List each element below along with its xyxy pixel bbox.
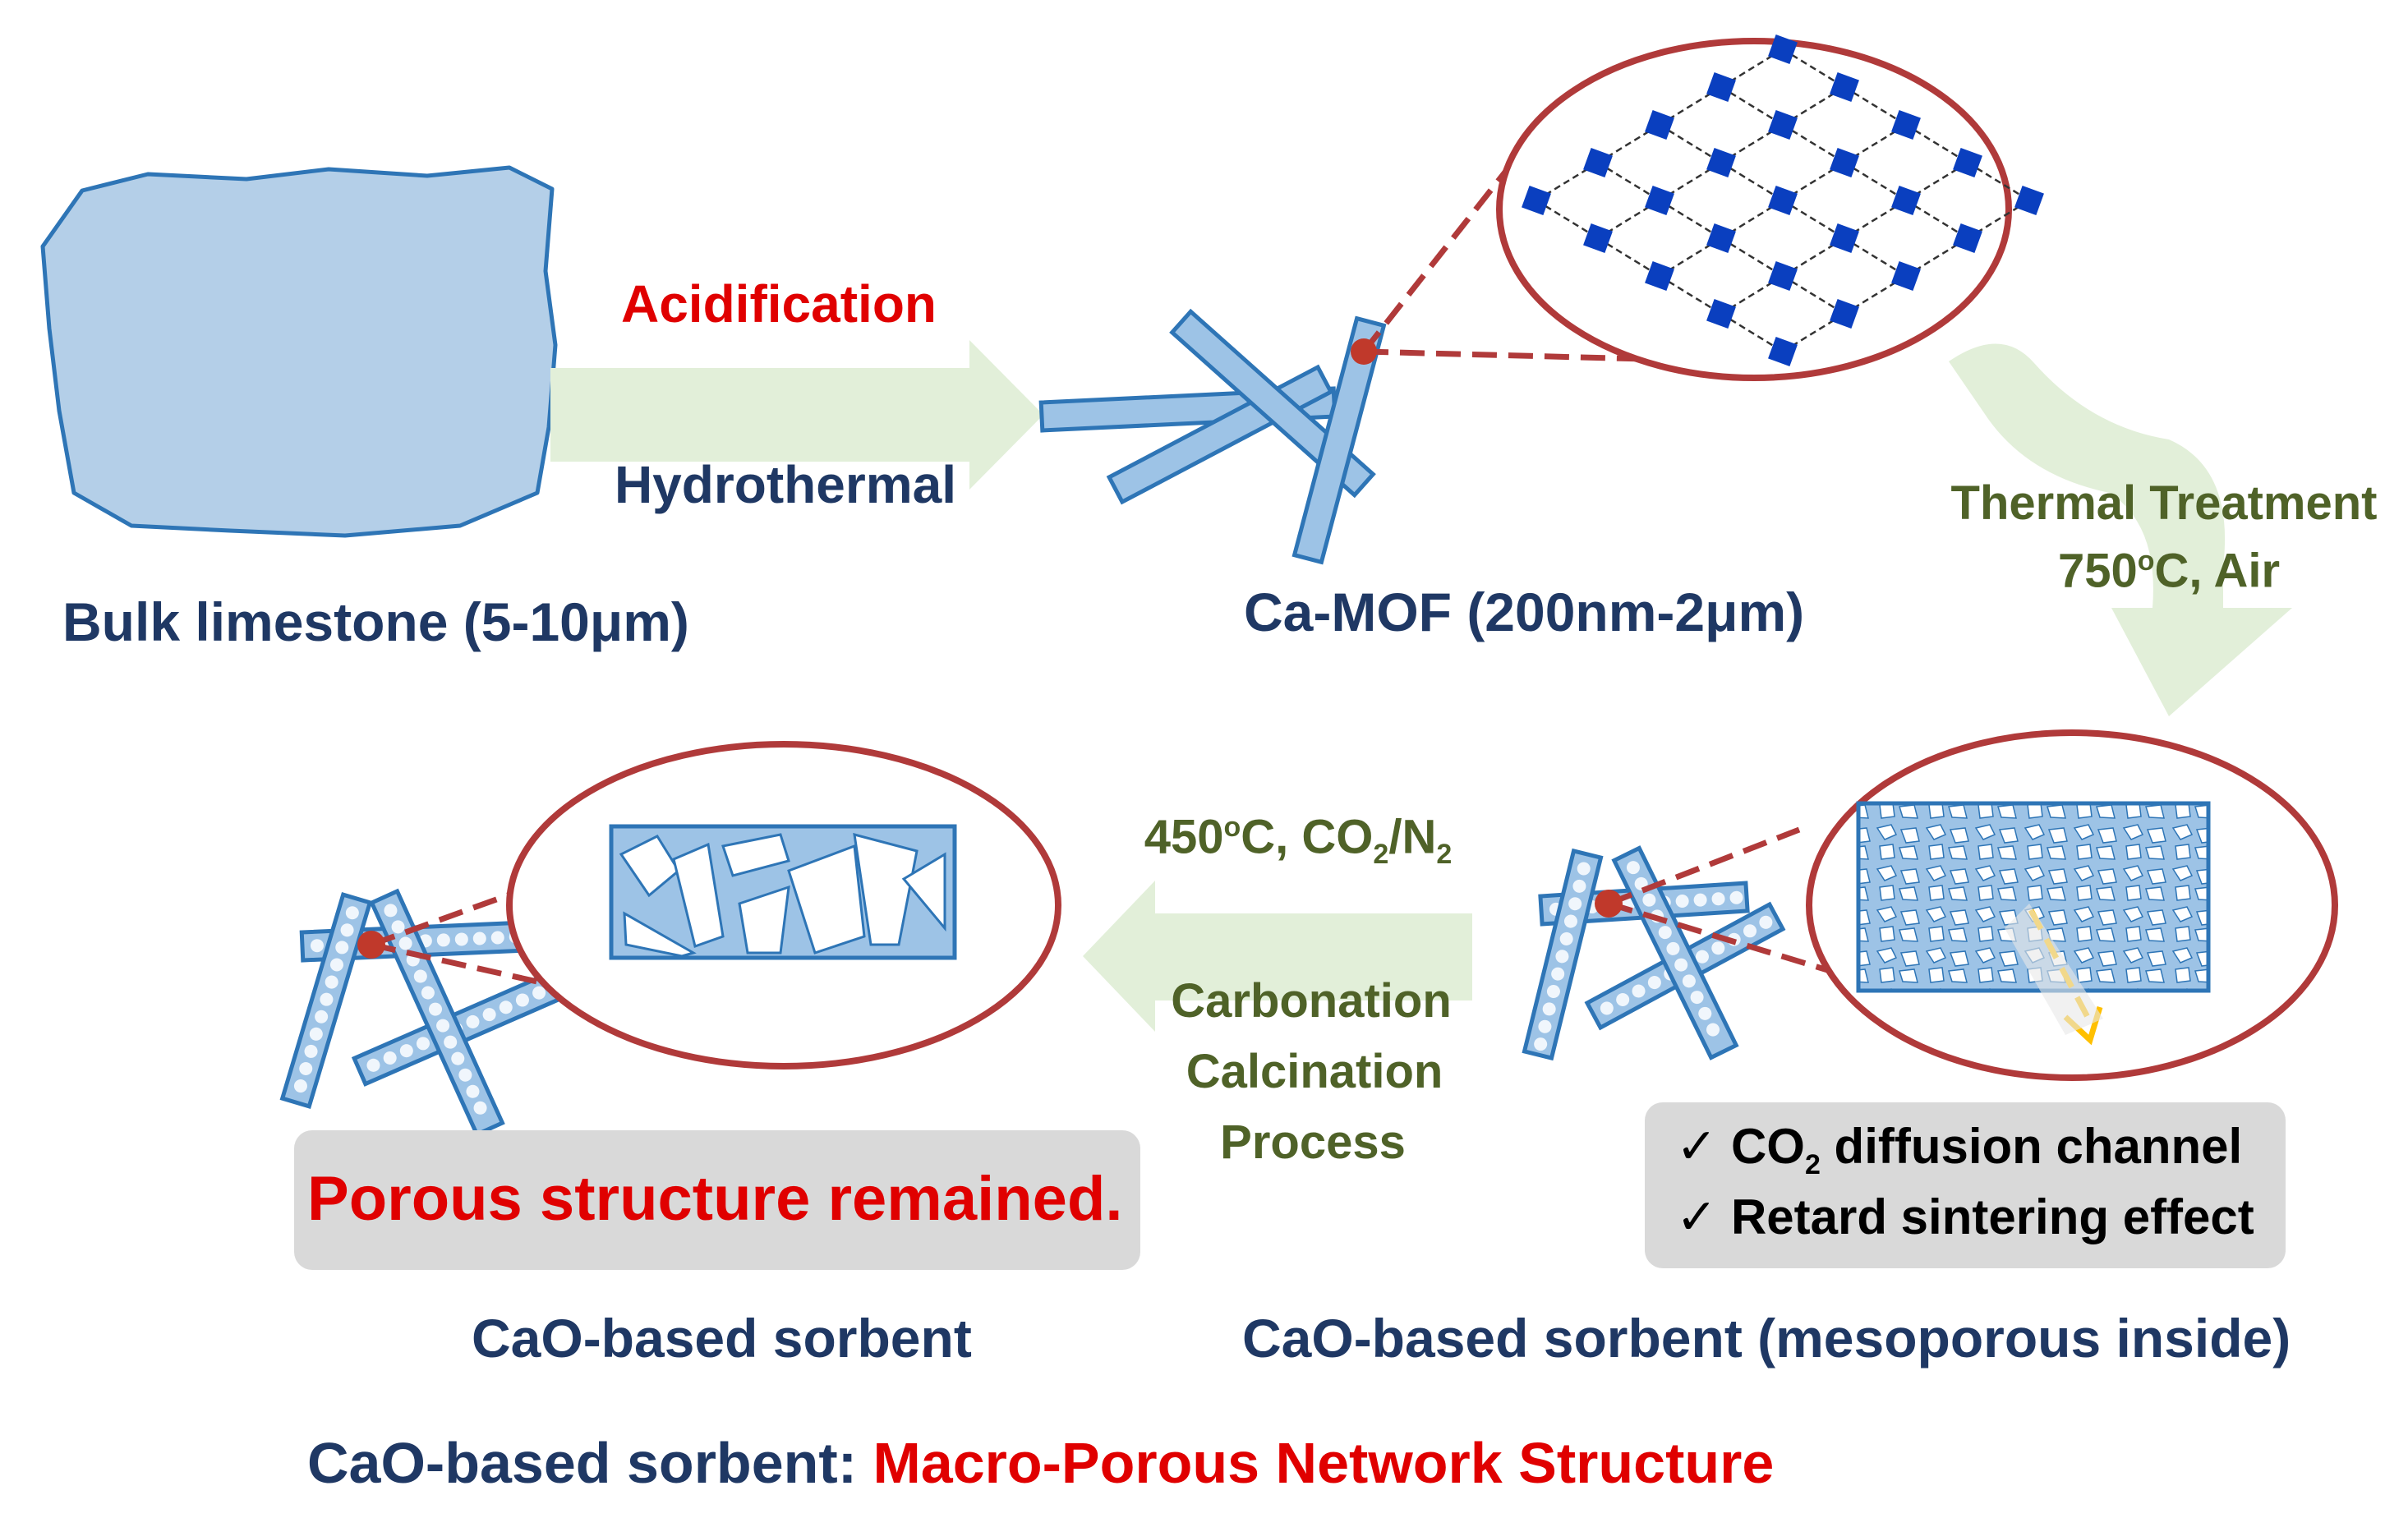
mof-lattice-nodes <box>1522 34 2044 366</box>
lattice-node <box>1953 223 1982 253</box>
ca-mof-label: Ca-MOF (200nm-2μm) <box>1244 582 1805 642</box>
acidification-label: Acidification <box>620 274 937 334</box>
lattice-node <box>1953 148 1982 177</box>
hydrothermal-label: Hydrothermal <box>614 455 957 514</box>
lattice-node <box>1706 148 1736 177</box>
ca-mof-rods <box>1038 308 1387 565</box>
porous-remained-box <box>294 1130 1140 1270</box>
lattice-node <box>1522 186 1551 215</box>
lattice-node <box>1706 223 1736 253</box>
lattice-node <box>1768 261 1798 291</box>
process-arrow <box>550 340 1043 490</box>
lattice-node <box>1706 72 1736 102</box>
lattice-node <box>1830 72 1859 102</box>
bottom-summary: CaO-based sorbent: Macro-Porous Network … <box>307 1431 1775 1495</box>
lattice-node <box>1891 261 1921 291</box>
feature-retard-sintering: ✓ Retard sintering effect <box>1676 1189 2254 1244</box>
lattice-node <box>1768 186 1798 215</box>
lattice-node <box>1891 110 1921 140</box>
lattice-node <box>1645 110 1674 140</box>
calcination-label: Calcination <box>1186 1045 1443 1098</box>
lattice-node <box>1645 261 1674 291</box>
process-arrow-left <box>1083 881 1472 1032</box>
lattice-node <box>1706 299 1736 329</box>
lattice-node <box>1645 186 1674 215</box>
thermal-condition-label: 750oC, Air <box>2057 544 2281 598</box>
feature-co2-channel: ✓ CO2 diffusion channel <box>1676 1119 2243 1180</box>
rod <box>1611 845 1739 1060</box>
features-box <box>1645 1102 2286 1268</box>
thermal-treatment-label: Thermal Treatment <box>1950 476 2378 530</box>
mof-lattice-zoom <box>1496 38 2012 381</box>
lattice-node <box>1768 337 1798 366</box>
process-label: Process <box>1220 1116 1406 1169</box>
lattice-node <box>1891 186 1921 215</box>
lattice-node <box>1830 223 1859 253</box>
rod <box>279 892 373 1109</box>
cao-sorbent-left-label: CaO-based sorbent <box>472 1308 972 1368</box>
bulk-limestone-shape <box>40 165 558 538</box>
rod <box>369 888 505 1138</box>
carbonation-label: Carbonation <box>1171 974 1452 1028</box>
lattice-node <box>1768 110 1798 140</box>
lattice-node <box>1768 34 1798 64</box>
lattice-node <box>1830 148 1859 177</box>
porous-remained-label: Porous structure remained. <box>307 1164 1123 1234</box>
bulk-limestone-label: Bulk limestone (5-10μm) <box>62 591 689 652</box>
carbonation-condition-label: 450oC, CO2/N2 <box>1144 810 1453 870</box>
lattice-node <box>1583 148 1613 177</box>
cao-sorbent-right-label: CaO-based sorbent (mesoporous inside) <box>1242 1308 2291 1368</box>
lattice-node <box>1830 299 1859 329</box>
porous-rods-right <box>1522 845 1786 1061</box>
thermal-arrow <box>1949 343 2292 716</box>
rod <box>1291 315 1387 565</box>
lattice-node <box>2014 186 2044 215</box>
porous-rods-left <box>279 888 564 1138</box>
lattice-node <box>1583 223 1613 253</box>
rod <box>1522 848 1604 1061</box>
